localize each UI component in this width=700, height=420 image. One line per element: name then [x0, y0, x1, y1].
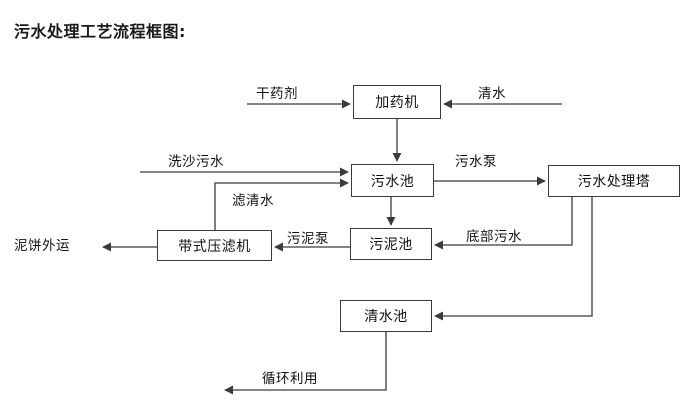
terminal-mudcake-output: 泥饼外运	[14, 238, 70, 254]
node-label: 污泥池	[369, 237, 413, 253]
node-label: 污水处理塔	[577, 174, 651, 190]
node-treatment-tower[interactable]: 污水处理塔	[548, 165, 680, 197]
node-clearwater-pool[interactable]: 清水池	[340, 300, 432, 332]
edge-tower-to-sludge-pool	[434, 197, 573, 250]
node-dosing-machine[interactable]: 加药机	[353, 85, 441, 119]
node-label: 带式压滤机	[178, 238, 251, 255]
node-label: 清水池	[364, 309, 408, 325]
edge-label-bottom-wastewater: 底部污水	[466, 229, 522, 245]
node-belt-filter-press[interactable]: 带式压滤机	[157, 230, 272, 261]
edge-label-wastewater-pump: 污水泵	[455, 154, 497, 170]
terminal-dry-chemical-input: 干药剂	[256, 86, 298, 102]
edge-clearwater-pool-to-recycle	[224, 332, 387, 395]
node-label: 污水池	[370, 173, 415, 190]
page-title: 污水处理工艺流程框图:	[14, 22, 186, 41]
edge-label-sludge-pump: 污泥泵	[287, 231, 329, 247]
edge-tower-to-clearwater-pool	[434, 197, 593, 321]
node-sludge-pool[interactable]: 污泥池	[350, 228, 432, 260]
node-label: 加药机	[375, 95, 419, 111]
node-wastewater-pool[interactable]: 污水池	[351, 164, 434, 197]
terminal-clean-water-input: 清水	[478, 86, 506, 102]
terminal-sand-wash-input: 洗沙污水	[168, 154, 224, 170]
edge-filterpress-to-wastewater-pool	[214, 178, 349, 230]
edge-label-filtered-water: 滤清水	[232, 193, 274, 209]
edge-label-recycle-reuse: 循环利用	[262, 371, 318, 387]
